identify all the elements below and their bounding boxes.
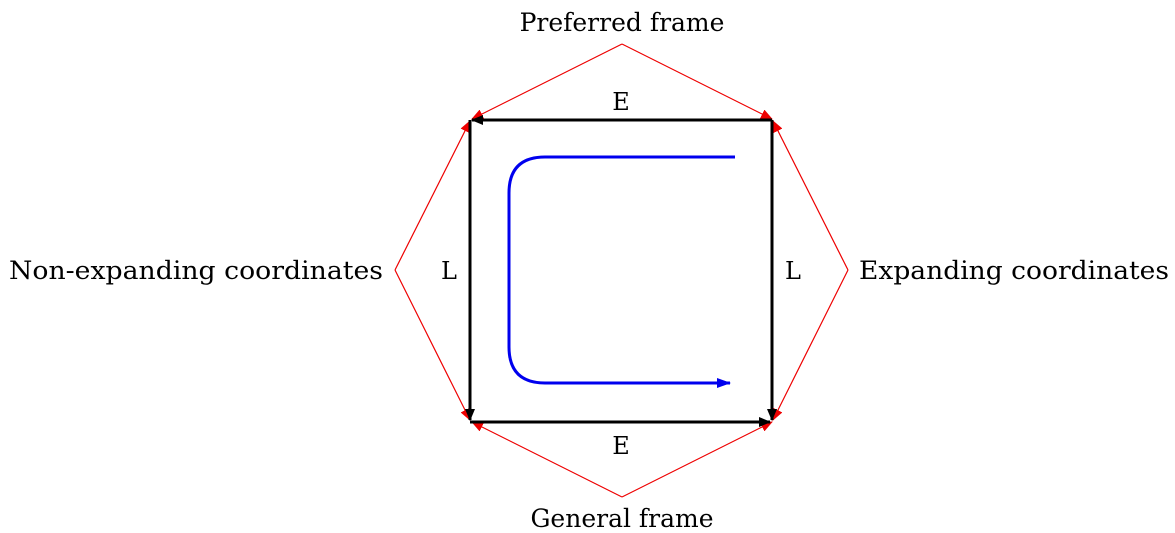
arrow-preferred-to-top-left (471, 43, 623, 120)
blue-path-arrow (507, 155, 735, 388)
preferred-frame-label: Preferred frame (520, 8, 725, 37)
arrow-exp-to-top-right (772, 120, 849, 271)
arrow-general-to-bottom-left (471, 421, 623, 498)
arrow-preferred-to-top-right (621, 43, 773, 120)
expanding-coordinates-label: Expanding coordinates (859, 256, 1169, 285)
edge-top-label: E (612, 88, 630, 116)
arrow-nonexp-to-bottom-left (394, 269, 471, 421)
non-expanding-arrows (394, 120, 471, 421)
arrow-nonexp-to-top-left (394, 120, 471, 271)
edge-right-label: L (785, 257, 801, 285)
preferred-frame-arrows (471, 43, 773, 120)
edge-left-label: L (441, 257, 457, 285)
non-expanding-coordinates-label: Non-expanding coordinates (9, 256, 383, 285)
expanding-arrows (772, 120, 849, 421)
edge-bottom-label: E (612, 432, 630, 460)
arrow-exp-to-bottom-right (772, 269, 849, 421)
square-edges (465, 115, 777, 427)
arrow-general-to-bottom-right (621, 421, 773, 498)
general-frame-arrows (471, 421, 773, 498)
general-frame-label: General frame (530, 504, 713, 533)
